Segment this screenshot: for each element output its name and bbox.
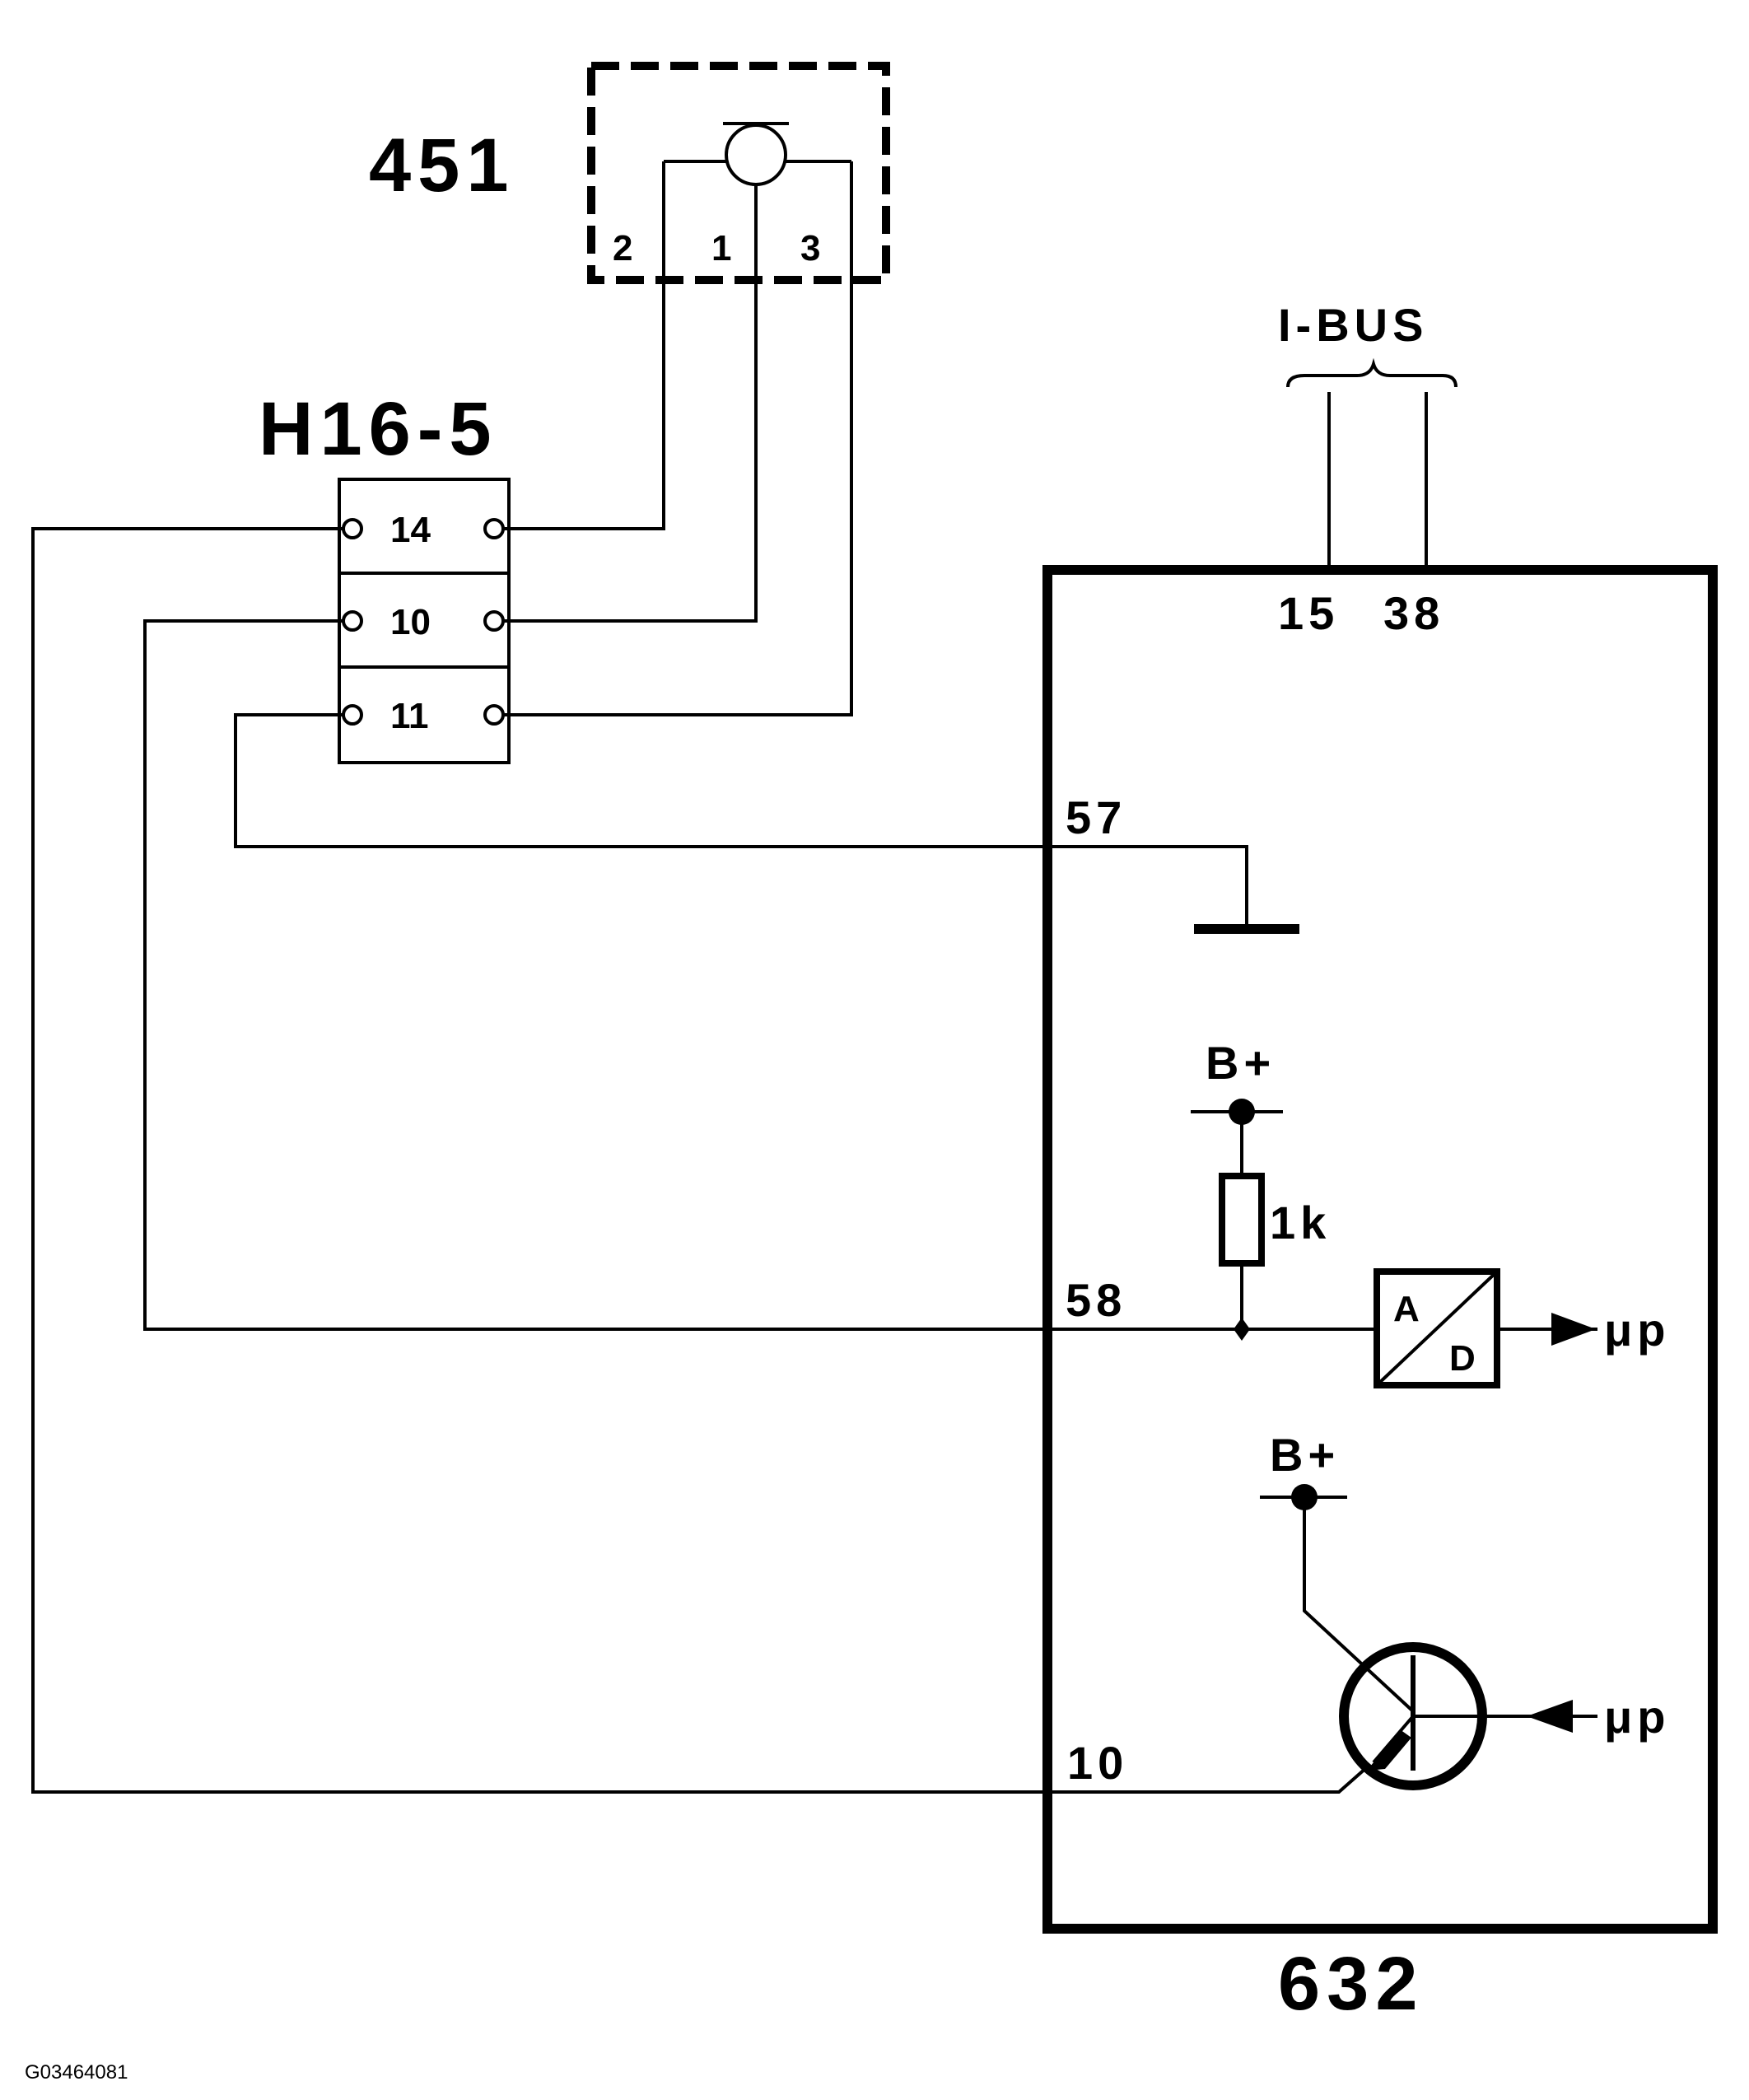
module-632-body bbox=[1042, 565, 1718, 1934]
module-pin-58: 58 bbox=[1066, 1274, 1126, 1326]
module-632-label: 632 bbox=[1278, 1942, 1425, 2026]
pin-14-left-terminal-icon bbox=[342, 518, 363, 539]
module-632: 632 15 38 57 58 10 B+ 1k A D μp bbox=[1042, 565, 1718, 2026]
sensor-451: 451 2 1 3 bbox=[369, 62, 890, 284]
sensor-element-icon bbox=[725, 124, 787, 186]
pin-11-left-terminal-icon bbox=[342, 704, 363, 726]
i-bus-brace-icon bbox=[1286, 357, 1458, 388]
module-pin-57: 57 bbox=[1066, 791, 1126, 843]
pin-11-label: 11 bbox=[390, 696, 429, 736]
sensor-pin-2: 2 bbox=[613, 228, 632, 268]
pin-14-right-terminal-icon bbox=[483, 518, 505, 539]
connector-pin-11: 11 bbox=[342, 696, 505, 736]
junction-node-icon bbox=[1234, 1318, 1250, 1341]
wire-sensor3-to-pin11 bbox=[503, 161, 853, 716]
wires-sensor-to-connector bbox=[503, 161, 853, 716]
supply-label-1: B+ bbox=[1206, 1037, 1276, 1089]
pin-11-right-terminal-icon bbox=[483, 704, 505, 726]
ad-converter-diagonal bbox=[1375, 1270, 1499, 1387]
micro-label-out: μp bbox=[1604, 1304, 1670, 1356]
connector-pin-10: 10 bbox=[342, 602, 505, 642]
wire-pin14-to-10 bbox=[31, 527, 1369, 1794]
ad-output-arrow-icon bbox=[1551, 1313, 1596, 1346]
sensor-pin-3: 3 bbox=[800, 228, 820, 268]
transistor-emitter-arrow-icon bbox=[1367, 1729, 1411, 1771]
pin-10-left-terminal-icon bbox=[342, 610, 363, 632]
i-bus: I-BUS bbox=[1278, 299, 1458, 570]
resistor-icon bbox=[1219, 1173, 1265, 1267]
connector-h16-5: H16-5 14 10 11 bbox=[259, 387, 511, 764]
pullup-circuit: B+ 1k bbox=[1191, 1037, 1331, 1341]
wire-pin11-to-57 bbox=[234, 713, 1248, 929]
pin-10-right-terminal-icon bbox=[483, 610, 505, 632]
ad-converter-d-label: D bbox=[1449, 1338, 1476, 1379]
module-pin-15: 15 bbox=[1278, 587, 1339, 639]
sensor-451-label: 451 bbox=[369, 124, 515, 208]
transistor-driver: B+ μp bbox=[1260, 1429, 1670, 1790]
module-pin-38: 38 bbox=[1383, 587, 1444, 639]
wire-sensor2-to-pin14 bbox=[503, 161, 665, 530]
pin-10-label: 10 bbox=[390, 602, 431, 642]
wires-connector-to-module bbox=[31, 527, 1377, 1794]
micro-input-arrow-icon bbox=[1527, 1700, 1573, 1733]
connector-label: H16-5 bbox=[259, 387, 498, 471]
supply-label-2: B+ bbox=[1270, 1429, 1340, 1481]
transistor-collector-wire bbox=[1303, 1497, 1415, 1713]
ad-converter: A D μp bbox=[1374, 1268, 1670, 1388]
figure-id: G03464081 bbox=[25, 2061, 128, 2084]
wire-sensor1-to-pin10 bbox=[503, 184, 758, 623]
ad-converter-a-label: A bbox=[1393, 1289, 1420, 1329]
resistor-label: 1k bbox=[1270, 1197, 1331, 1248]
i-bus-label: I-BUS bbox=[1278, 299, 1428, 351]
pin-14-label: 14 bbox=[390, 510, 431, 550]
connector-pin-14: 14 bbox=[342, 510, 505, 550]
sensor-451-dashed-box bbox=[587, 62, 890, 284]
micro-label-in: μp bbox=[1604, 1691, 1670, 1743]
wire-pin10-to-58 bbox=[143, 619, 1377, 1331]
sensor-pin-1: 1 bbox=[711, 228, 731, 268]
module-pin-10: 10 bbox=[1067, 1737, 1128, 1789]
